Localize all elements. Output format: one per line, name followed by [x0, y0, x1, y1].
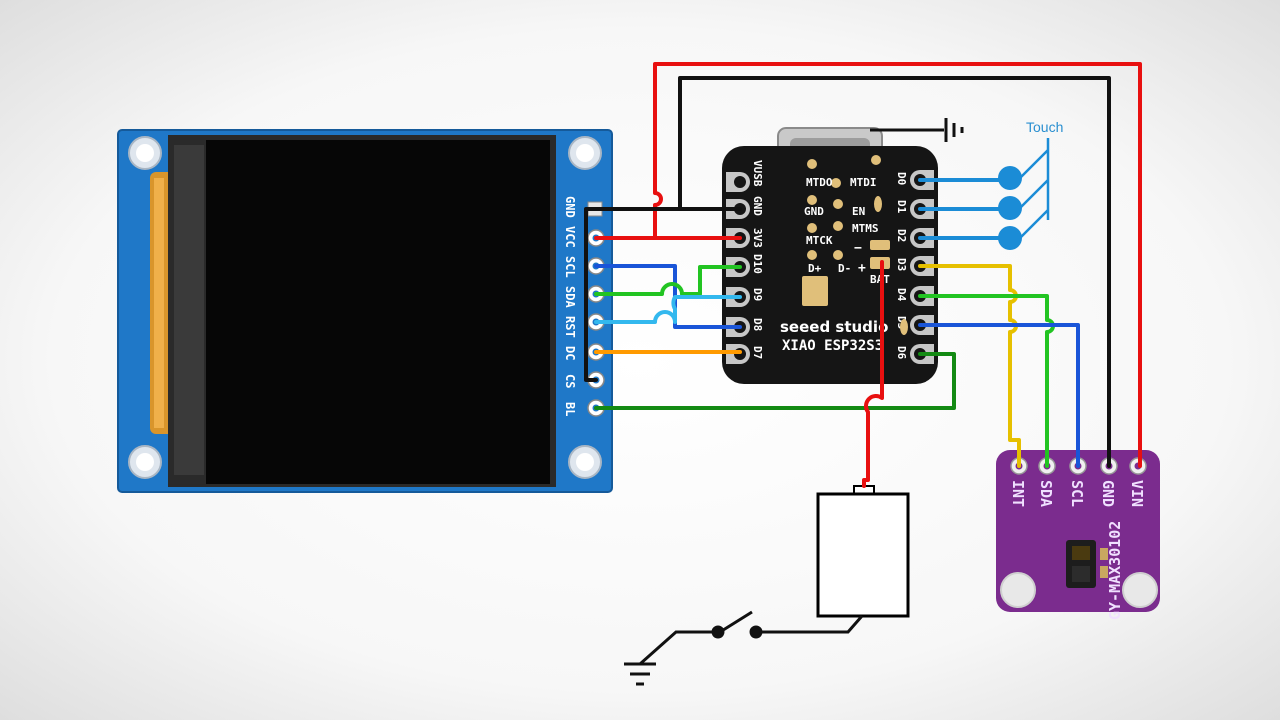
pad-label: −	[854, 241, 862, 256]
sensor-pin-label: SDA	[1037, 480, 1055, 507]
tft-pin-label: BL	[563, 402, 577, 416]
xiao-pin-label: D10	[751, 254, 764, 274]
pad-label: +	[858, 261, 866, 276]
switch-contact	[711, 625, 725, 639]
tft-pin-label: GND	[563, 196, 577, 218]
tft-pin-label: CS	[563, 374, 577, 388]
wire-tft-bl	[594, 352, 956, 410]
wire-battery-plus	[862, 260, 884, 488]
xiao-test-pads	[802, 155, 908, 335]
pad-label: MTMS	[852, 222, 879, 235]
wire-sensor-scl	[918, 323, 1080, 468]
pad-label: MTDI	[850, 176, 877, 189]
pad-label: MTCK	[806, 234, 833, 247]
battery-switch-circuit	[624, 610, 864, 686]
sensor-pin-labels: INT SDA SCL GND VIN	[1009, 480, 1146, 507]
wire-tft-rst	[594, 295, 742, 324]
xiao-pin-label: D0	[895, 172, 908, 185]
tft-pin-label: SCL	[563, 256, 577, 278]
xiao-esp32s3-board: VUSB GND 3V3 D10 D9 D8 D7 D0 D1 D2 D3 D4…	[722, 127, 938, 384]
xiao-pin-label: D9	[751, 288, 764, 301]
tft-pin-labels: GND VCC SCL SDA RST DC CS BL	[563, 196, 577, 416]
touch-pad-2	[998, 226, 1022, 250]
sensor-model: GY-MAX30102	[1106, 521, 1124, 620]
wires	[584, 62, 1142, 488]
sensor-pcb	[996, 450, 1160, 612]
xiao-pin-label: D7	[751, 346, 764, 359]
switch-lever	[719, 610, 753, 634]
pad-label: D+	[808, 262, 822, 275]
pad-label: EN	[852, 205, 865, 218]
battery-body	[816, 492, 910, 618]
wire-vin	[653, 62, 1142, 468]
sensor-pin-label: VIN	[1128, 480, 1146, 507]
sensor-pin-label: INT	[1009, 480, 1027, 507]
tft-mounting-holes	[128, 136, 602, 479]
xiao-pin-label: D6	[895, 346, 908, 360]
wire-gnd	[584, 207, 742, 382]
xiao-pin-label: VUSB	[751, 160, 764, 187]
pad-label: GND	[804, 205, 824, 218]
switch-contact	[749, 625, 763, 639]
touch-label: Touch	[1026, 119, 1063, 135]
wire-battery-minus	[762, 615, 864, 634]
xiao-pad-labels: MTDO MTDI GND EN MTMS MTCK D+ D- + − BAT	[804, 176, 890, 286]
tft-display-module: GND VCC SCL SDA RST DC CS BL	[117, 129, 613, 493]
xiao-pin-label: D3	[895, 258, 908, 271]
wire-sensor-sda	[918, 294, 1055, 468]
tft-pin-label: SDA	[563, 286, 577, 308]
xiao-pin-label: D1	[895, 200, 908, 214]
wire-gnd-sensor	[678, 76, 1111, 468]
touch-contacts	[1019, 138, 1050, 239]
battery	[816, 485, 910, 618]
ground-symbol	[624, 662, 656, 686]
xiao-pin-label: GND	[751, 196, 764, 216]
xiao-left-pin-labels: VUSB GND 3V3 D10 D9 D8 D7	[751, 160, 764, 359]
sensor-mounting-hole	[1122, 572, 1158, 608]
xiao-right-pin-labels: D0 D1 D2 D3 D4 D5 D6	[895, 172, 908, 360]
xiao-pin-label: D8	[751, 318, 764, 331]
usb-ground-symbol	[870, 118, 964, 142]
sensor-mounting-hole	[1000, 572, 1036, 608]
wire-int	[918, 264, 1021, 468]
touch-pad-1	[998, 196, 1022, 220]
xiao-model: XIAO ESP32S3	[782, 338, 883, 354]
tft-pin-label: RST	[563, 316, 577, 338]
pad-label: D-	[838, 262, 851, 275]
sensor-pin-label: SCL	[1068, 480, 1086, 507]
touch-pads: Touch	[998, 119, 1063, 250]
pad-label: MTDO	[806, 176, 833, 189]
wire-tft-sda	[594, 265, 742, 296]
sensor-pin-label: GND	[1099, 480, 1117, 507]
xiao-pin-label: D4	[895, 288, 908, 302]
tft-pin-label: DC	[563, 346, 577, 360]
xiao-brand: seeed studio	[780, 318, 888, 336]
touch-pad-0	[998, 166, 1022, 190]
max30102-sensor-module: INT SDA SCL GND VIN GY-MAX30102	[996, 450, 1160, 620]
tft-pin-label: VCC	[563, 226, 577, 248]
xiao-pin-label: 3V3	[751, 228, 764, 248]
tft-screen	[206, 140, 550, 484]
xiao-pin-label: D2	[895, 229, 908, 242]
